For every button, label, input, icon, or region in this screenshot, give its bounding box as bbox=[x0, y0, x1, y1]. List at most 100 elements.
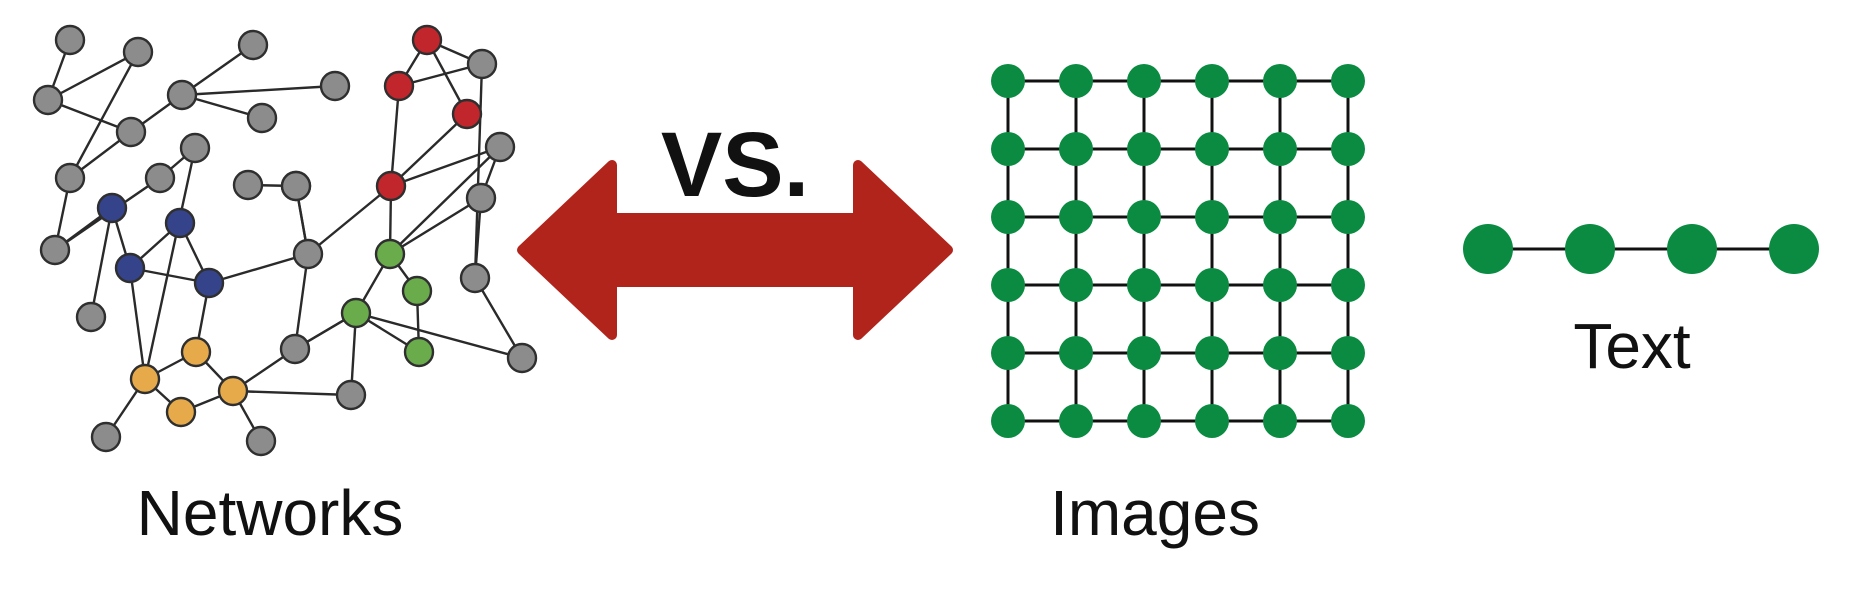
chain-node bbox=[1769, 224, 1819, 274]
network-edges bbox=[46, 38, 524, 442]
grid-node bbox=[1127, 64, 1161, 98]
grid-node bbox=[1331, 64, 1365, 98]
network-node-gray bbox=[335, 379, 367, 411]
network-node-gray bbox=[115, 116, 147, 148]
network-node-blue bbox=[193, 267, 225, 299]
grid-node bbox=[1331, 200, 1365, 234]
chain-node bbox=[1463, 224, 1513, 274]
network-node-blue bbox=[164, 207, 196, 239]
network-edge bbox=[390, 113, 468, 187]
network-edge bbox=[232, 389, 352, 397]
grid-node bbox=[1195, 404, 1229, 438]
grid-node bbox=[991, 64, 1025, 98]
network-node-gray bbox=[292, 238, 324, 270]
network-node-red bbox=[383, 70, 415, 102]
network-node-gray bbox=[245, 425, 277, 457]
network-edge bbox=[389, 196, 482, 256]
text-label: Text bbox=[1573, 310, 1691, 382]
network-edge bbox=[143, 147, 197, 380]
vs-label: VS. bbox=[661, 114, 809, 216]
images-label: Images bbox=[1050, 477, 1260, 549]
network-node-gray bbox=[466, 48, 498, 80]
grid-node bbox=[991, 268, 1025, 302]
grid-node bbox=[1127, 336, 1161, 370]
networks-label: Networks bbox=[137, 477, 404, 549]
network-node-green bbox=[374, 238, 406, 270]
chain-nodes bbox=[1463, 224, 1819, 274]
grid-nodes bbox=[991, 64, 1365, 438]
grid-node bbox=[991, 200, 1025, 234]
network-node-gray bbox=[465, 182, 497, 214]
network-edge bbox=[307, 185, 392, 255]
network-node-red bbox=[375, 170, 407, 202]
grid-node bbox=[1059, 268, 1093, 302]
text-chain bbox=[1463, 224, 1819, 274]
chain-node bbox=[1667, 224, 1717, 274]
network-node-blue bbox=[96, 192, 128, 224]
grid-node bbox=[1059, 336, 1093, 370]
network-edge bbox=[68, 51, 140, 179]
network-node-orange bbox=[217, 375, 249, 407]
network-node-gray bbox=[54, 24, 86, 56]
network-node-green bbox=[401, 275, 433, 307]
network-node-gray bbox=[237, 29, 269, 61]
grid-node bbox=[1331, 336, 1365, 370]
grid-node bbox=[1331, 132, 1365, 166]
network-node-gray bbox=[90, 421, 122, 453]
grid-node bbox=[1059, 64, 1093, 98]
network-edge bbox=[47, 50, 139, 102]
network-node-orange bbox=[180, 336, 212, 368]
grid-node bbox=[1059, 200, 1093, 234]
image-grid bbox=[991, 64, 1365, 438]
network-node-orange bbox=[129, 363, 161, 395]
grid-node bbox=[1195, 132, 1229, 166]
chain-node bbox=[1565, 224, 1615, 274]
grid-node bbox=[1195, 200, 1229, 234]
network-node-gray bbox=[232, 169, 264, 201]
network-edge bbox=[473, 277, 524, 359]
network-node-gray bbox=[144, 162, 176, 194]
network-node-green bbox=[340, 297, 372, 329]
grid-node bbox=[1263, 132, 1297, 166]
grid-node bbox=[1059, 404, 1093, 438]
network-nodes bbox=[32, 24, 538, 457]
double-headed-arrow-icon bbox=[517, 160, 953, 340]
network-node-gray bbox=[280, 170, 312, 202]
network-node-gray bbox=[32, 84, 64, 116]
network-node-green bbox=[403, 336, 435, 368]
grid-node bbox=[1195, 64, 1229, 98]
grid-node bbox=[1195, 336, 1229, 370]
network-node-gray bbox=[506, 342, 538, 374]
network-edge bbox=[208, 252, 309, 285]
grid-node bbox=[1263, 404, 1297, 438]
network-node-gray bbox=[54, 162, 86, 194]
network-edge bbox=[293, 253, 310, 350]
grid-node bbox=[1127, 132, 1161, 166]
network-node-gray bbox=[319, 70, 351, 102]
grid-node bbox=[1195, 268, 1229, 302]
network-edge bbox=[389, 146, 501, 255]
network-node-gray bbox=[246, 102, 278, 134]
network-node-gray bbox=[166, 79, 198, 111]
grid-node bbox=[1127, 200, 1161, 234]
grid-node bbox=[1127, 268, 1161, 302]
network-graph bbox=[32, 24, 538, 457]
network-edge bbox=[89, 207, 114, 318]
grid-node bbox=[1263, 268, 1297, 302]
network-edge bbox=[473, 63, 484, 279]
grid-node bbox=[1331, 268, 1365, 302]
grid-node bbox=[1263, 200, 1297, 234]
grid-node bbox=[1059, 132, 1093, 166]
network-node-red bbox=[451, 98, 483, 130]
network-edge bbox=[128, 267, 147, 380]
grid-node bbox=[991, 336, 1025, 370]
network-edge bbox=[355, 311, 523, 360]
network-node-gray bbox=[179, 132, 211, 164]
grid-node bbox=[991, 404, 1025, 438]
grid-node bbox=[1331, 404, 1365, 438]
network-edge bbox=[390, 145, 501, 188]
network-node-gray bbox=[459, 262, 491, 294]
network-node-gray bbox=[75, 301, 107, 333]
network-edge bbox=[389, 85, 401, 187]
